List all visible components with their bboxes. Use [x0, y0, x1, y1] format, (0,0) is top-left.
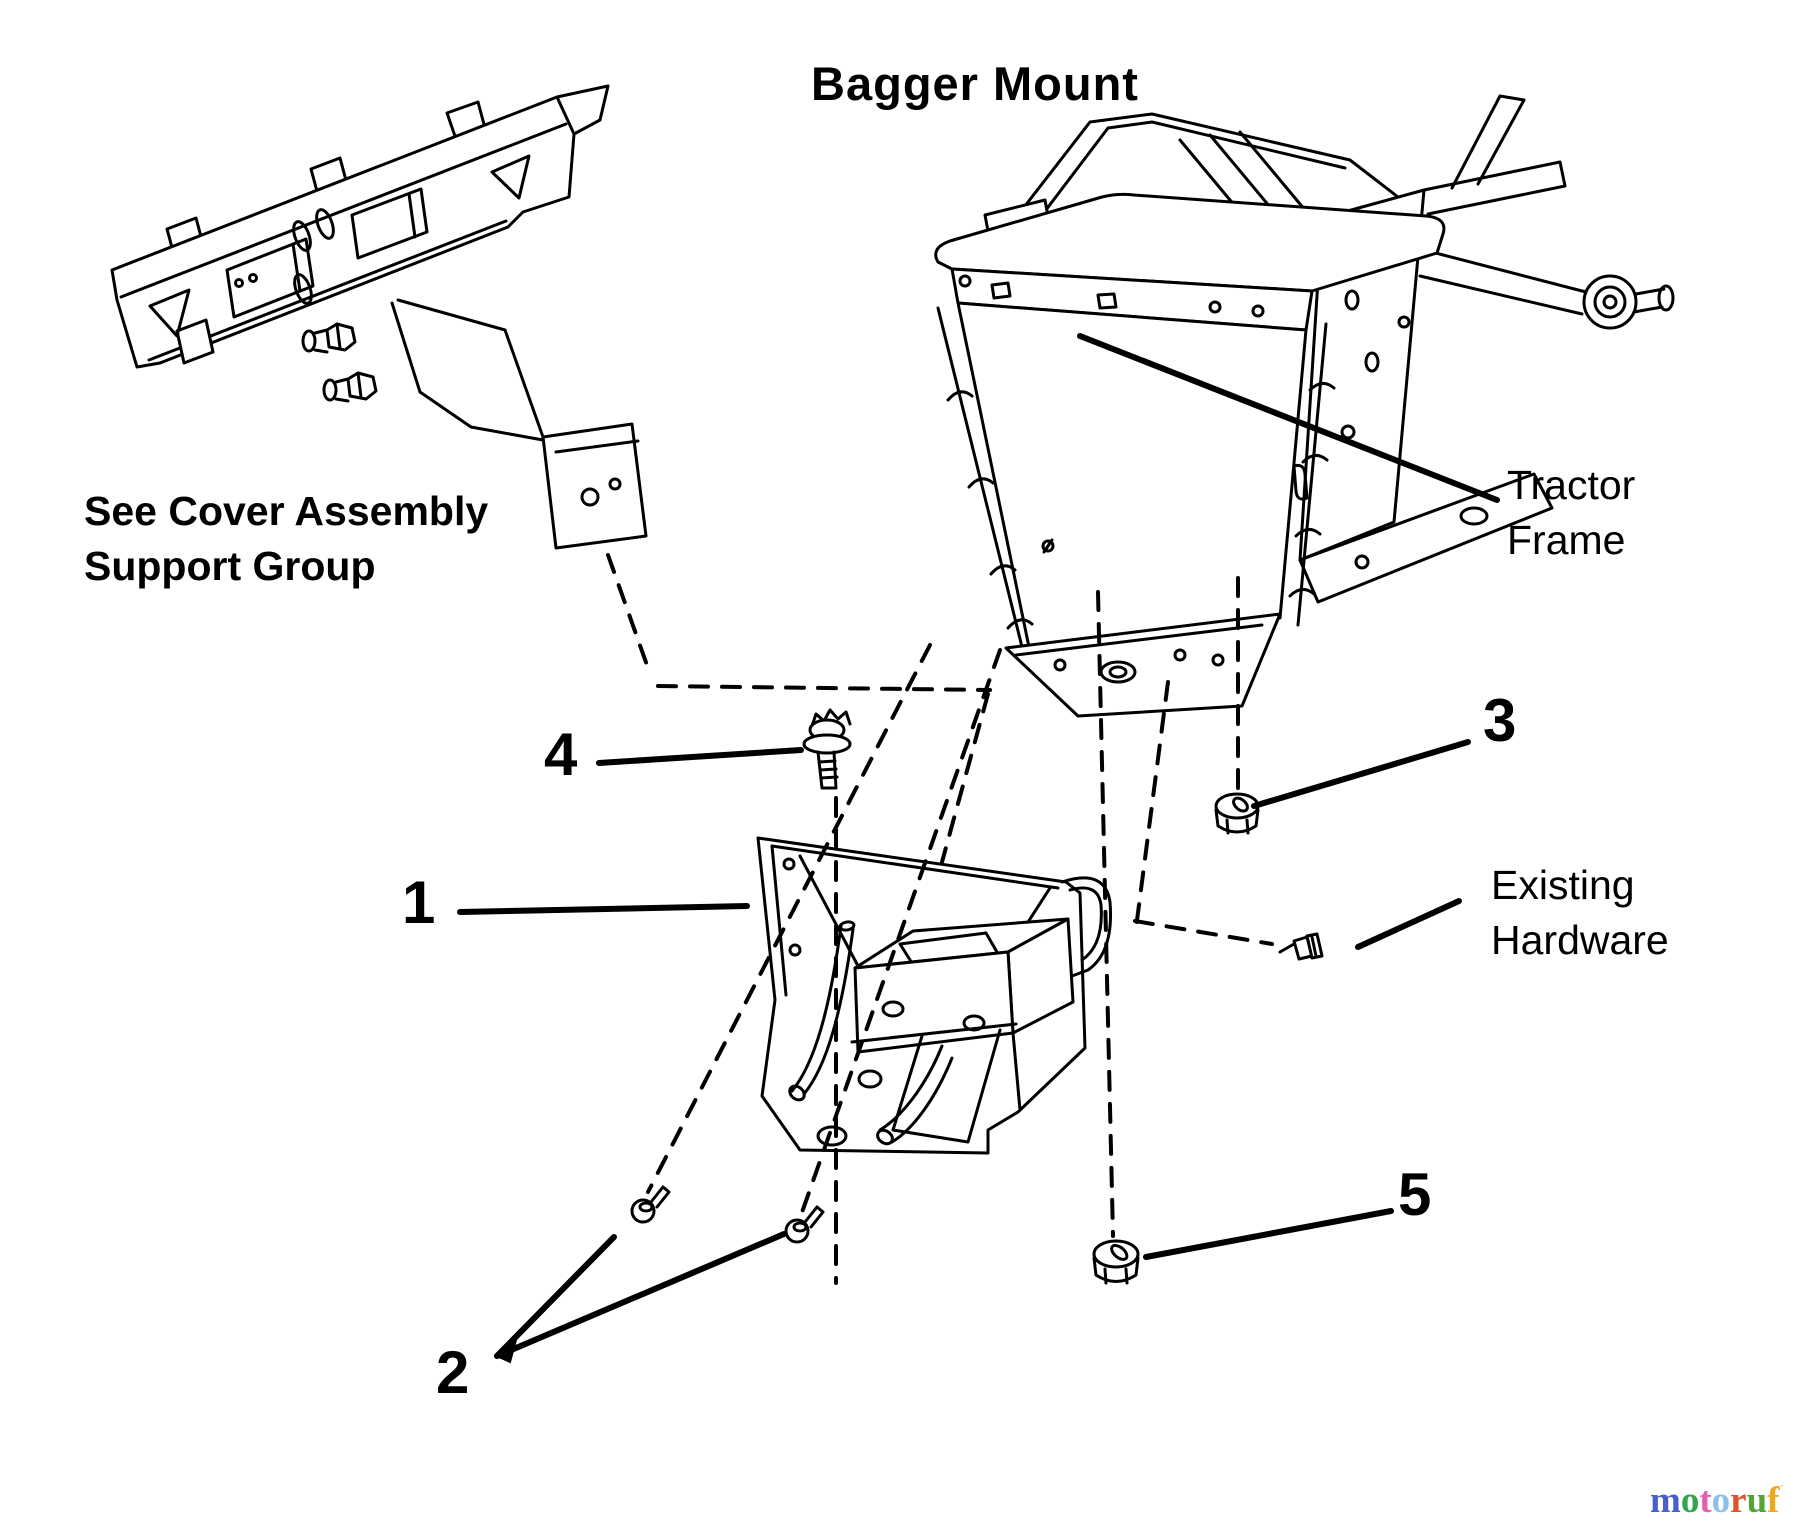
- existing-hardware-label-line2: Hardware: [1491, 917, 1669, 964]
- dashed-line-to-screw-right: [798, 648, 1002, 1220]
- dashed-line-horizontal: [656, 684, 992, 692]
- flange-nut-icon: [1092, 1239, 1140, 1285]
- tractor-frame-label: Tractor Frame: [1507, 458, 1635, 569]
- dashed-line-frame-right: [1134, 680, 1170, 930]
- leader-line-1: [457, 903, 750, 915]
- dashed-line-to-screw-left: [646, 643, 932, 1194]
- dashed-line-from-cover-assembly: [606, 553, 650, 670]
- cover-assembly-label: See Cover Assembly Support Group: [84, 484, 488, 595]
- leader-line-existing-hardware: [1355, 898, 1462, 950]
- callout-number-4: 4: [544, 721, 578, 788]
- flange-nut-icon: [1214, 792, 1260, 835]
- leader-line-5: [1143, 1208, 1394, 1260]
- motoruf-logo-mark: ˙: [1779, 1483, 1785, 1498]
- screw-icon: [630, 1185, 671, 1224]
- hex-bolt-icon: [322, 371, 378, 403]
- tractor-frame-drawing: [934, 94, 1675, 718]
- leader-arrow-2: [495, 1337, 518, 1364]
- callout-number-1: 1: [402, 869, 436, 936]
- callout-number-2: 2: [436, 1339, 470, 1406]
- existing-hardware-label: Existing Hardware: [1491, 858, 1669, 969]
- leader-line-2b: [494, 1231, 787, 1359]
- callout-number-3: 3: [1483, 687, 1517, 754]
- leader-line-3: [1251, 739, 1471, 809]
- callout-number-5: 5: [1398, 1161, 1432, 1228]
- tractor-frame-label-line2: Frame: [1507, 517, 1626, 564]
- cover-assembly-drawing: [110, 84, 648, 550]
- page-title: Bagger Mount: [811, 57, 1139, 110]
- motoruf-logo-letters: motoruf: [1650, 1480, 1780, 1521]
- leader-line-4: [596, 747, 804, 766]
- leader-line-2a: [494, 1234, 617, 1359]
- dashed-line-frame-corner: [940, 692, 990, 864]
- tractor-frame-label-line1: Tractor: [1507, 462, 1636, 508]
- dashed-projection-lines: [606, 553, 1274, 1285]
- leader-lines: [457, 333, 1500, 1364]
- motoruf-logo: motoruf˙.de: [1650, 1482, 1800, 1532]
- leader-line-tractor-frame: [1077, 333, 1500, 503]
- dashed-line-existing-hardware: [1133, 919, 1274, 946]
- flange-bolt-icon: [802, 708, 852, 790]
- dashed-line-to-nut-5: [1096, 590, 1115, 1238]
- cover-assembly-label-line1: See Cover Assembly: [84, 488, 489, 534]
- hex-bolt-icon: [301, 322, 357, 354]
- existing-hardware-bolt-icon: [1278, 932, 1324, 961]
- cover-assembly-label-line2: Support Group: [84, 543, 376, 590]
- hardware-items: [630, 708, 1324, 1285]
- bagger-mount-bracket-drawing: [756, 836, 1113, 1155]
- screw-icon: [784, 1205, 825, 1244]
- existing-hardware-label-line1: Existing: [1491, 862, 1635, 908]
